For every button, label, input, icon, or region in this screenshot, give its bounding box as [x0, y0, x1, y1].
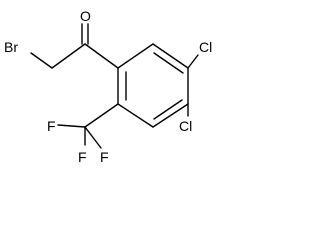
trifluoromethyl-group	[57, 103, 119, 149]
bromine-atom-label: Br	[4, 39, 18, 55]
fluorine-left-atom-label: F	[47, 118, 56, 134]
ring-bond-c4-c5	[152, 103, 189, 128]
oxygen-atom-label: O	[80, 8, 91, 24]
ring-bond-c2-c3	[152, 43, 189, 69]
chlorine-upper-atom-label: Cl	[199, 39, 212, 55]
chlorine-lower-atom-label: Cl	[179, 118, 192, 134]
bond-cf3-f-left	[57, 124, 86, 128]
ring-bond-c4-c5-inner	[153, 99, 183, 120]
bond-ch2-br	[30, 52, 53, 69]
benzene-ring	[117, 43, 189, 128]
bromoacetyl-group	[30, 23, 119, 69]
fluorine-right-atom-label: F	[100, 149, 109, 165]
bond-ring-cl-upper	[187, 54, 199, 69]
fluorine-bottom-atom-label: F	[78, 149, 87, 165]
bond-ring-cf3	[84, 103, 119, 128]
ring-bond-c1-c2	[117, 43, 154, 69]
ring-bond-c5-c6	[117, 103, 154, 128]
ring-bond-c3-c3-inner	[153, 52, 184, 74]
bond-cf3-f-right	[84, 126, 102, 149]
chemical-structure-diagram: O Br Cl Cl F F F	[4, 8, 212, 165]
bond-carbonyl-ch2	[51, 43, 86, 69]
bond-ring-carbonyl	[84, 43, 119, 69]
